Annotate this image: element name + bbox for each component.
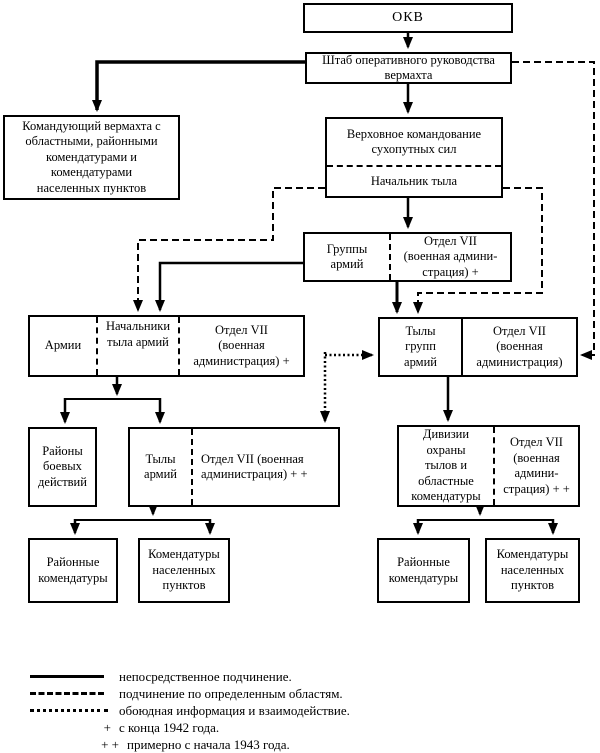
node-rajony-boevyh-label: Районы боевых действий xyxy=(38,443,87,489)
legend: непосредственное подчинение. подчинение … xyxy=(30,668,350,753)
node-verhovnoe-label: Верховное командование сухопутных сил xyxy=(346,126,482,157)
dashed-line-swatch xyxy=(30,692,104,695)
node-nachalniki-tyla: Начальники тыла армий xyxy=(96,317,178,375)
node-tyly-grupp: Тылы групп армий xyxy=(380,319,461,375)
node-komanduyushchiy-label: Командующий вермахта с областными, район… xyxy=(22,118,161,195)
node-okv: ОКВ xyxy=(303,3,513,33)
legend-plus-plus-label: примерно с начала 1943 года. xyxy=(127,736,290,752)
node-otdel7-divizii: Отдел VII (военная админи- страция) + + xyxy=(493,427,578,505)
node-otdel7-tyly-armiy-label: Отдел VII (военная администрация) + + xyxy=(201,451,308,482)
node-divizii-ohrany: Дивизии охраны тылов и областные коменда… xyxy=(399,427,493,505)
node-komanduyushchiy: Командующий вермахта с областными, район… xyxy=(3,115,180,200)
node-okv-label: ОКВ xyxy=(392,10,424,26)
node-tyly-armiy: Тылы армий xyxy=(130,429,191,505)
node-otdel7-armii: Отдел VII (военная администрация) + xyxy=(178,317,303,375)
node-otdel7-tyly-armiy: Отдел VII (военная администрация) + + xyxy=(191,429,338,505)
node-armii: Армии xyxy=(30,317,96,375)
legend-item-plus: + с конца 1942 года. xyxy=(30,719,350,736)
node-otdel7-armii-label: Отдел VII (военная администрация) + xyxy=(193,322,290,368)
legend-dashed-label: подчинение по определенным областям. xyxy=(119,685,343,701)
node-nachalniki-tyla-label: Начальники тыла армий xyxy=(105,319,171,349)
node-gruppy-armiy: Группы армий xyxy=(305,234,389,280)
legend-item-solid: непосредственное подчинение. xyxy=(30,668,350,685)
node-rajonnye-left-label: Районные комендатуры xyxy=(38,555,108,585)
node-verhovnoe: Верховное командование сухопутных сил На… xyxy=(325,117,503,198)
dotted-line-swatch xyxy=(30,709,108,712)
node-tyly-grupp-otdel7: Тылы групп армий Отдел VII (военная адми… xyxy=(378,317,578,377)
plus-plus-marker: + + xyxy=(101,736,119,752)
node-otdel7-gruppy: Отдел VII (военная админи- страция) + xyxy=(389,234,510,280)
edge-dashed-shtab-otdel7 xyxy=(512,61,595,360)
node-rajonnye-right: Районные комендатуры xyxy=(377,538,470,603)
node-komendatury-right: Комендатуры населенных пунктов xyxy=(485,538,580,603)
node-otdel7-gruppy-label: Отдел VII (военная админи- страция) + xyxy=(403,233,498,279)
edge-shtab-komanduyushchiy xyxy=(92,60,305,112)
edge-dashed-nachalnik-tyly-grupp xyxy=(413,187,543,314)
node-tyly-armiy-label: Тылы армий xyxy=(144,451,177,482)
node-komendatury-left: Комендатуры населенных пунктов xyxy=(138,538,230,603)
node-rajonnye-right-label: Районные комендатуры xyxy=(388,555,459,585)
legend-solid-label: непосредственное подчинение. xyxy=(119,668,292,684)
node-otdel7-tyly-grupp-label: Отдел VII (военная администрация) xyxy=(476,323,563,369)
node-nachalnik-tyla-label: Начальник тыла xyxy=(370,173,458,188)
node-otdel7-tyly-grupp: Отдел VII (военная администрация) xyxy=(461,319,576,375)
node-rajonnye-left: Районные комендатуры xyxy=(28,538,118,603)
legend-dotted-label: обоюдная информация и взаимодействие. xyxy=(119,702,350,718)
edge-gruppy-nachalniki xyxy=(155,261,303,312)
node-armii-label: Армии xyxy=(44,338,82,353)
node-divizii-otdel7: Дивизии охраны тылов и областные коменда… xyxy=(397,425,580,507)
legend-item-dashed: подчинение по определенным областям. xyxy=(30,685,350,702)
node-otdel7-divizii-label: Отдел VII (военная админи- страция) + + xyxy=(503,435,570,496)
solid-line-swatch xyxy=(30,675,104,678)
plus-marker: + xyxy=(103,719,111,735)
node-tyly-armiy-otdel7: Тылы армий Отдел VII (военная администра… xyxy=(128,427,340,507)
node-gruppy-armiy-label: Группы армий xyxy=(326,241,368,272)
node-komendatury-right-label: Комендатуры населенных пунктов xyxy=(496,547,569,593)
node-verhovnoe-top: Верховное командование сухопутных сил xyxy=(327,119,501,167)
node-shtab-label: Штаб оперативного руководства вермахта xyxy=(322,52,495,83)
legend-plus-label: с конца 1942 года. xyxy=(119,719,220,735)
legend-item-dotted: обоюдная информация и взаимодействие. xyxy=(30,702,350,719)
node-gruppy-otdel7: Группы армий Отдел VII (военная админи- … xyxy=(303,232,512,282)
edge-dashed-nachalnik-nachalniki xyxy=(133,187,325,312)
node-divizii-ohrany-label: Дивизии охраны тылов и областные коменда… xyxy=(411,427,481,504)
node-rajony-boevyh: Районы боевых действий xyxy=(28,427,97,507)
node-nachalnik-tyla: Начальник тыла xyxy=(327,167,501,196)
node-shtab: Штаб оперативного руководства вермахта xyxy=(305,52,512,84)
node-armii-otdel7: Армии Начальники тыла армий Отдел VII (в… xyxy=(28,315,305,377)
node-komendatury-left-label: Комендатуры населенных пунктов xyxy=(148,547,220,593)
legend-item-plus-plus: + + примерно с начала 1943 года. xyxy=(30,736,350,753)
node-tyly-grupp-label: Тылы групп армий xyxy=(404,323,437,369)
